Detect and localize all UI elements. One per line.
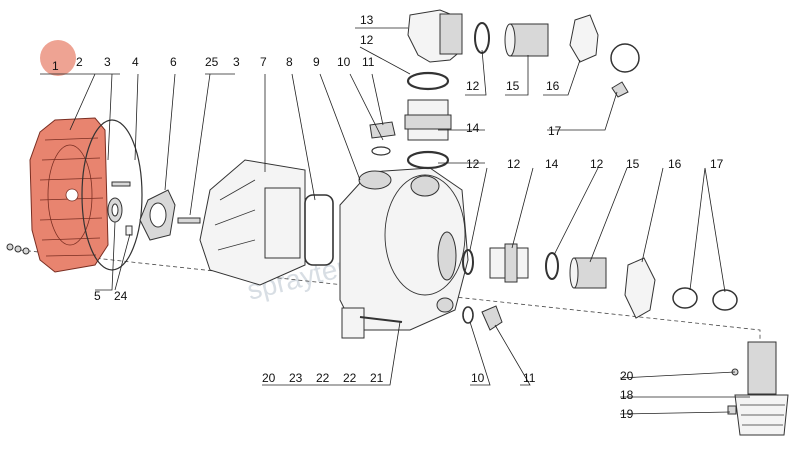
callout-22b: 22 xyxy=(343,371,357,385)
part-16-coupling-nut-right[interactable] xyxy=(624,257,656,319)
callout-12c: 12 xyxy=(466,157,480,171)
callout-18: 18 xyxy=(620,388,634,402)
part-15-hose-barb-top[interactable] xyxy=(504,23,549,57)
callout-10a: 10 xyxy=(337,55,351,69)
callout-10b: 10 xyxy=(471,371,485,385)
part-9-pump-casing[interactable] xyxy=(339,167,469,339)
part-7-diffuser[interactable] xyxy=(199,159,306,286)
callout-5: 5 xyxy=(94,289,101,303)
part-8-gasket[interactable] xyxy=(304,194,334,266)
leader-lines-top-left xyxy=(40,73,384,216)
callout-15a: 15 xyxy=(506,79,520,93)
callout-12d: 12 xyxy=(507,157,521,171)
part-bolts-left xyxy=(6,243,30,255)
leader-lines-bottom xyxy=(95,221,531,386)
callout-20b: 20 xyxy=(620,369,634,383)
callout-7: 7 xyxy=(260,55,267,69)
callout-22a: 22 xyxy=(316,371,330,385)
part-12-gasket-top-b[interactable] xyxy=(406,150,450,170)
part-12-gasket-right-b[interactable] xyxy=(545,252,559,280)
callout-2: 2 xyxy=(76,55,83,69)
part-14-nipple-top[interactable] xyxy=(404,99,452,141)
callout-16a: 16 xyxy=(546,79,560,93)
callout-21: 21 xyxy=(370,371,384,385)
part-16-coupling-nut-top[interactable] xyxy=(569,14,599,63)
callout-16b: 16 xyxy=(668,157,682,171)
callout-1: 1 xyxy=(52,59,59,73)
part-4-o-ring[interactable] xyxy=(81,119,143,271)
part-17-hose-clamps-right[interactable] xyxy=(672,287,738,311)
part-25-impeller-bolt[interactable] xyxy=(177,217,201,224)
part-5-mechanical-seal[interactable] xyxy=(107,197,123,223)
callout-15b: 15 xyxy=(626,157,640,171)
callout-3a: 3 xyxy=(104,55,111,69)
part-1-rear-cover[interactable] xyxy=(29,117,109,273)
callout-9: 9 xyxy=(313,55,320,69)
callout-17a: 17 xyxy=(548,124,562,138)
part-12-gasket-top-c[interactable] xyxy=(474,22,490,54)
callout-12e: 12 xyxy=(590,157,604,171)
callout-3b: 3 xyxy=(233,55,240,69)
callout-11a: 11 xyxy=(362,55,375,69)
part-15-hose-barb-right[interactable] xyxy=(569,257,607,289)
callout-13: 13 xyxy=(360,13,374,27)
leader-lines-strainer xyxy=(619,371,750,415)
callout-14b: 14 xyxy=(545,157,559,171)
part-12-gasket-top-a[interactable] xyxy=(406,71,450,91)
part-10-washer-bottom[interactable] xyxy=(462,306,474,324)
part-11-plug-bottom[interactable] xyxy=(481,305,503,331)
part-13-elbow[interactable] xyxy=(407,9,463,63)
part-19-nut-strainer[interactable] xyxy=(727,405,737,415)
callout-12b: 12 xyxy=(466,79,480,93)
part-12-gasket-right-a[interactable] xyxy=(462,249,474,275)
callout-4: 4 xyxy=(132,55,139,69)
callout-6: 6 xyxy=(170,55,177,69)
part-17-hose-clamp-top[interactable] xyxy=(610,43,640,98)
callout-19: 19 xyxy=(620,407,634,421)
part-24-key[interactable] xyxy=(125,225,133,236)
part-6-impeller[interactable] xyxy=(139,189,176,241)
callout-8: 8 xyxy=(286,55,293,69)
callout-25: 25 xyxy=(205,55,219,69)
callout-17b: 17 xyxy=(710,157,724,171)
part-14-nipple-right[interactable] xyxy=(489,243,529,283)
callout-12a: 12 xyxy=(360,33,374,47)
callout-11b: 11 xyxy=(523,371,536,385)
part-10-washer-top[interactable] xyxy=(371,146,391,156)
leader-lines-right xyxy=(469,167,726,293)
callout-23: 23 xyxy=(289,371,303,385)
callout-20a: 20 xyxy=(262,371,276,385)
part-2-screw[interactable] xyxy=(111,181,131,187)
callout-24: 24 xyxy=(114,289,128,303)
callout-1-highlight-circle xyxy=(40,40,76,76)
leader-lines-top-right xyxy=(355,27,618,164)
part-21-stud[interactable] xyxy=(359,316,403,323)
part-18-strainer[interactable] xyxy=(734,341,789,436)
callout-14a: 14 xyxy=(466,121,480,135)
